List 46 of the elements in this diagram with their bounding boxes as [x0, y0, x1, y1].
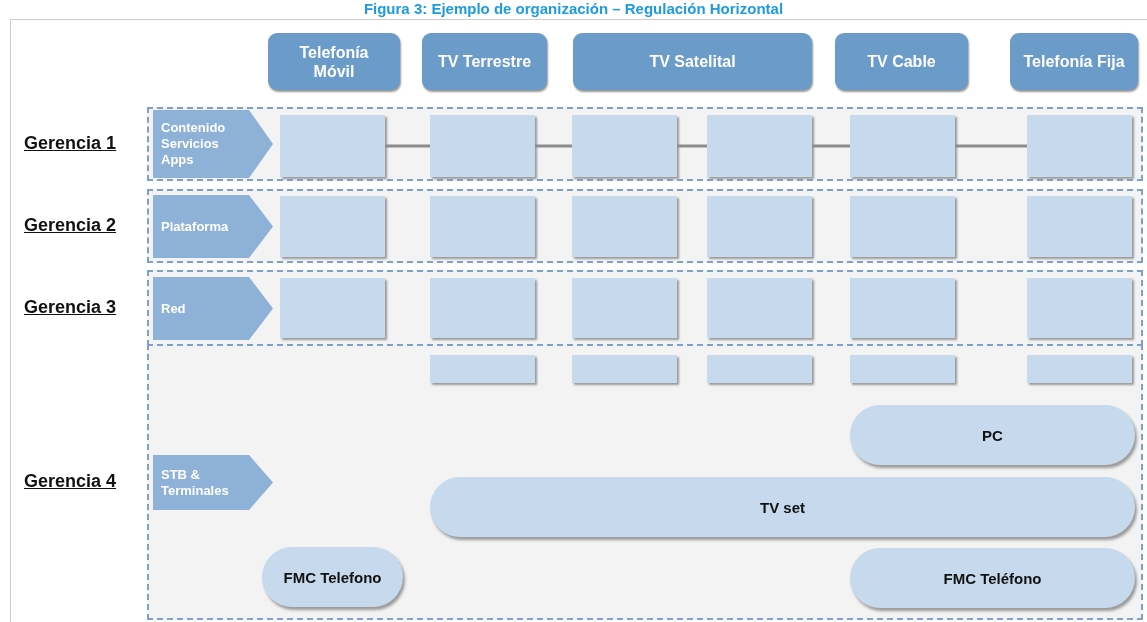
chevron-text: STB & Terminales	[161, 466, 230, 499]
empty-box	[1027, 115, 1132, 177]
column-header: TV Satelital	[573, 33, 812, 90]
chevron-text: Red	[161, 300, 186, 317]
row-heading: Gerencia 1	[24, 133, 117, 154]
empty-box	[572, 115, 677, 177]
rounded-bar: FMC Telefono	[262, 547, 403, 607]
empty-box	[850, 196, 955, 257]
column-header: Telefonía Móvil	[268, 33, 400, 90]
column-header: TV Cable	[835, 33, 968, 90]
row-heading: Gerencia 2	[24, 215, 117, 236]
empty-box	[430, 355, 535, 383]
empty-box	[850, 278, 955, 338]
connector-line	[812, 144, 850, 148]
empty-box	[850, 115, 955, 177]
empty-box	[430, 115, 535, 177]
rounded-bar: TV set	[430, 477, 1135, 537]
connector-line	[535, 144, 572, 148]
empty-box	[707, 196, 812, 257]
empty-box	[430, 278, 535, 338]
empty-box	[707, 355, 812, 383]
empty-box	[707, 115, 812, 177]
column-header: TV Terrestre	[422, 33, 547, 90]
empty-box	[280, 115, 385, 177]
empty-box	[430, 196, 535, 257]
empty-box	[280, 196, 385, 257]
chevron-text: Plataforma	[161, 218, 229, 235]
figure-title: Figura 3: Ejemplo de organización – Regulación Horizontal	[362, 0, 785, 17]
empty-box	[572, 196, 677, 257]
empty-box	[1027, 355, 1132, 383]
rounded-bar: PC	[850, 405, 1135, 465]
connector-line	[955, 144, 1027, 148]
empty-box	[707, 278, 812, 338]
empty-box	[280, 278, 385, 338]
empty-box	[572, 355, 677, 383]
row-heading: Gerencia 3	[24, 297, 117, 318]
connector-line	[677, 144, 707, 148]
empty-box	[1027, 196, 1132, 257]
chevron-text: Contenido Servicios Apps	[161, 120, 227, 168]
empty-box	[850, 355, 955, 383]
rounded-bar: FMC Teléfono	[850, 548, 1135, 608]
column-header: Telefonía Fija	[1010, 33, 1138, 90]
empty-box	[1027, 278, 1132, 338]
empty-box	[572, 278, 677, 338]
row-heading: Gerencia 4	[24, 471, 117, 492]
connector-line	[385, 144, 430, 148]
